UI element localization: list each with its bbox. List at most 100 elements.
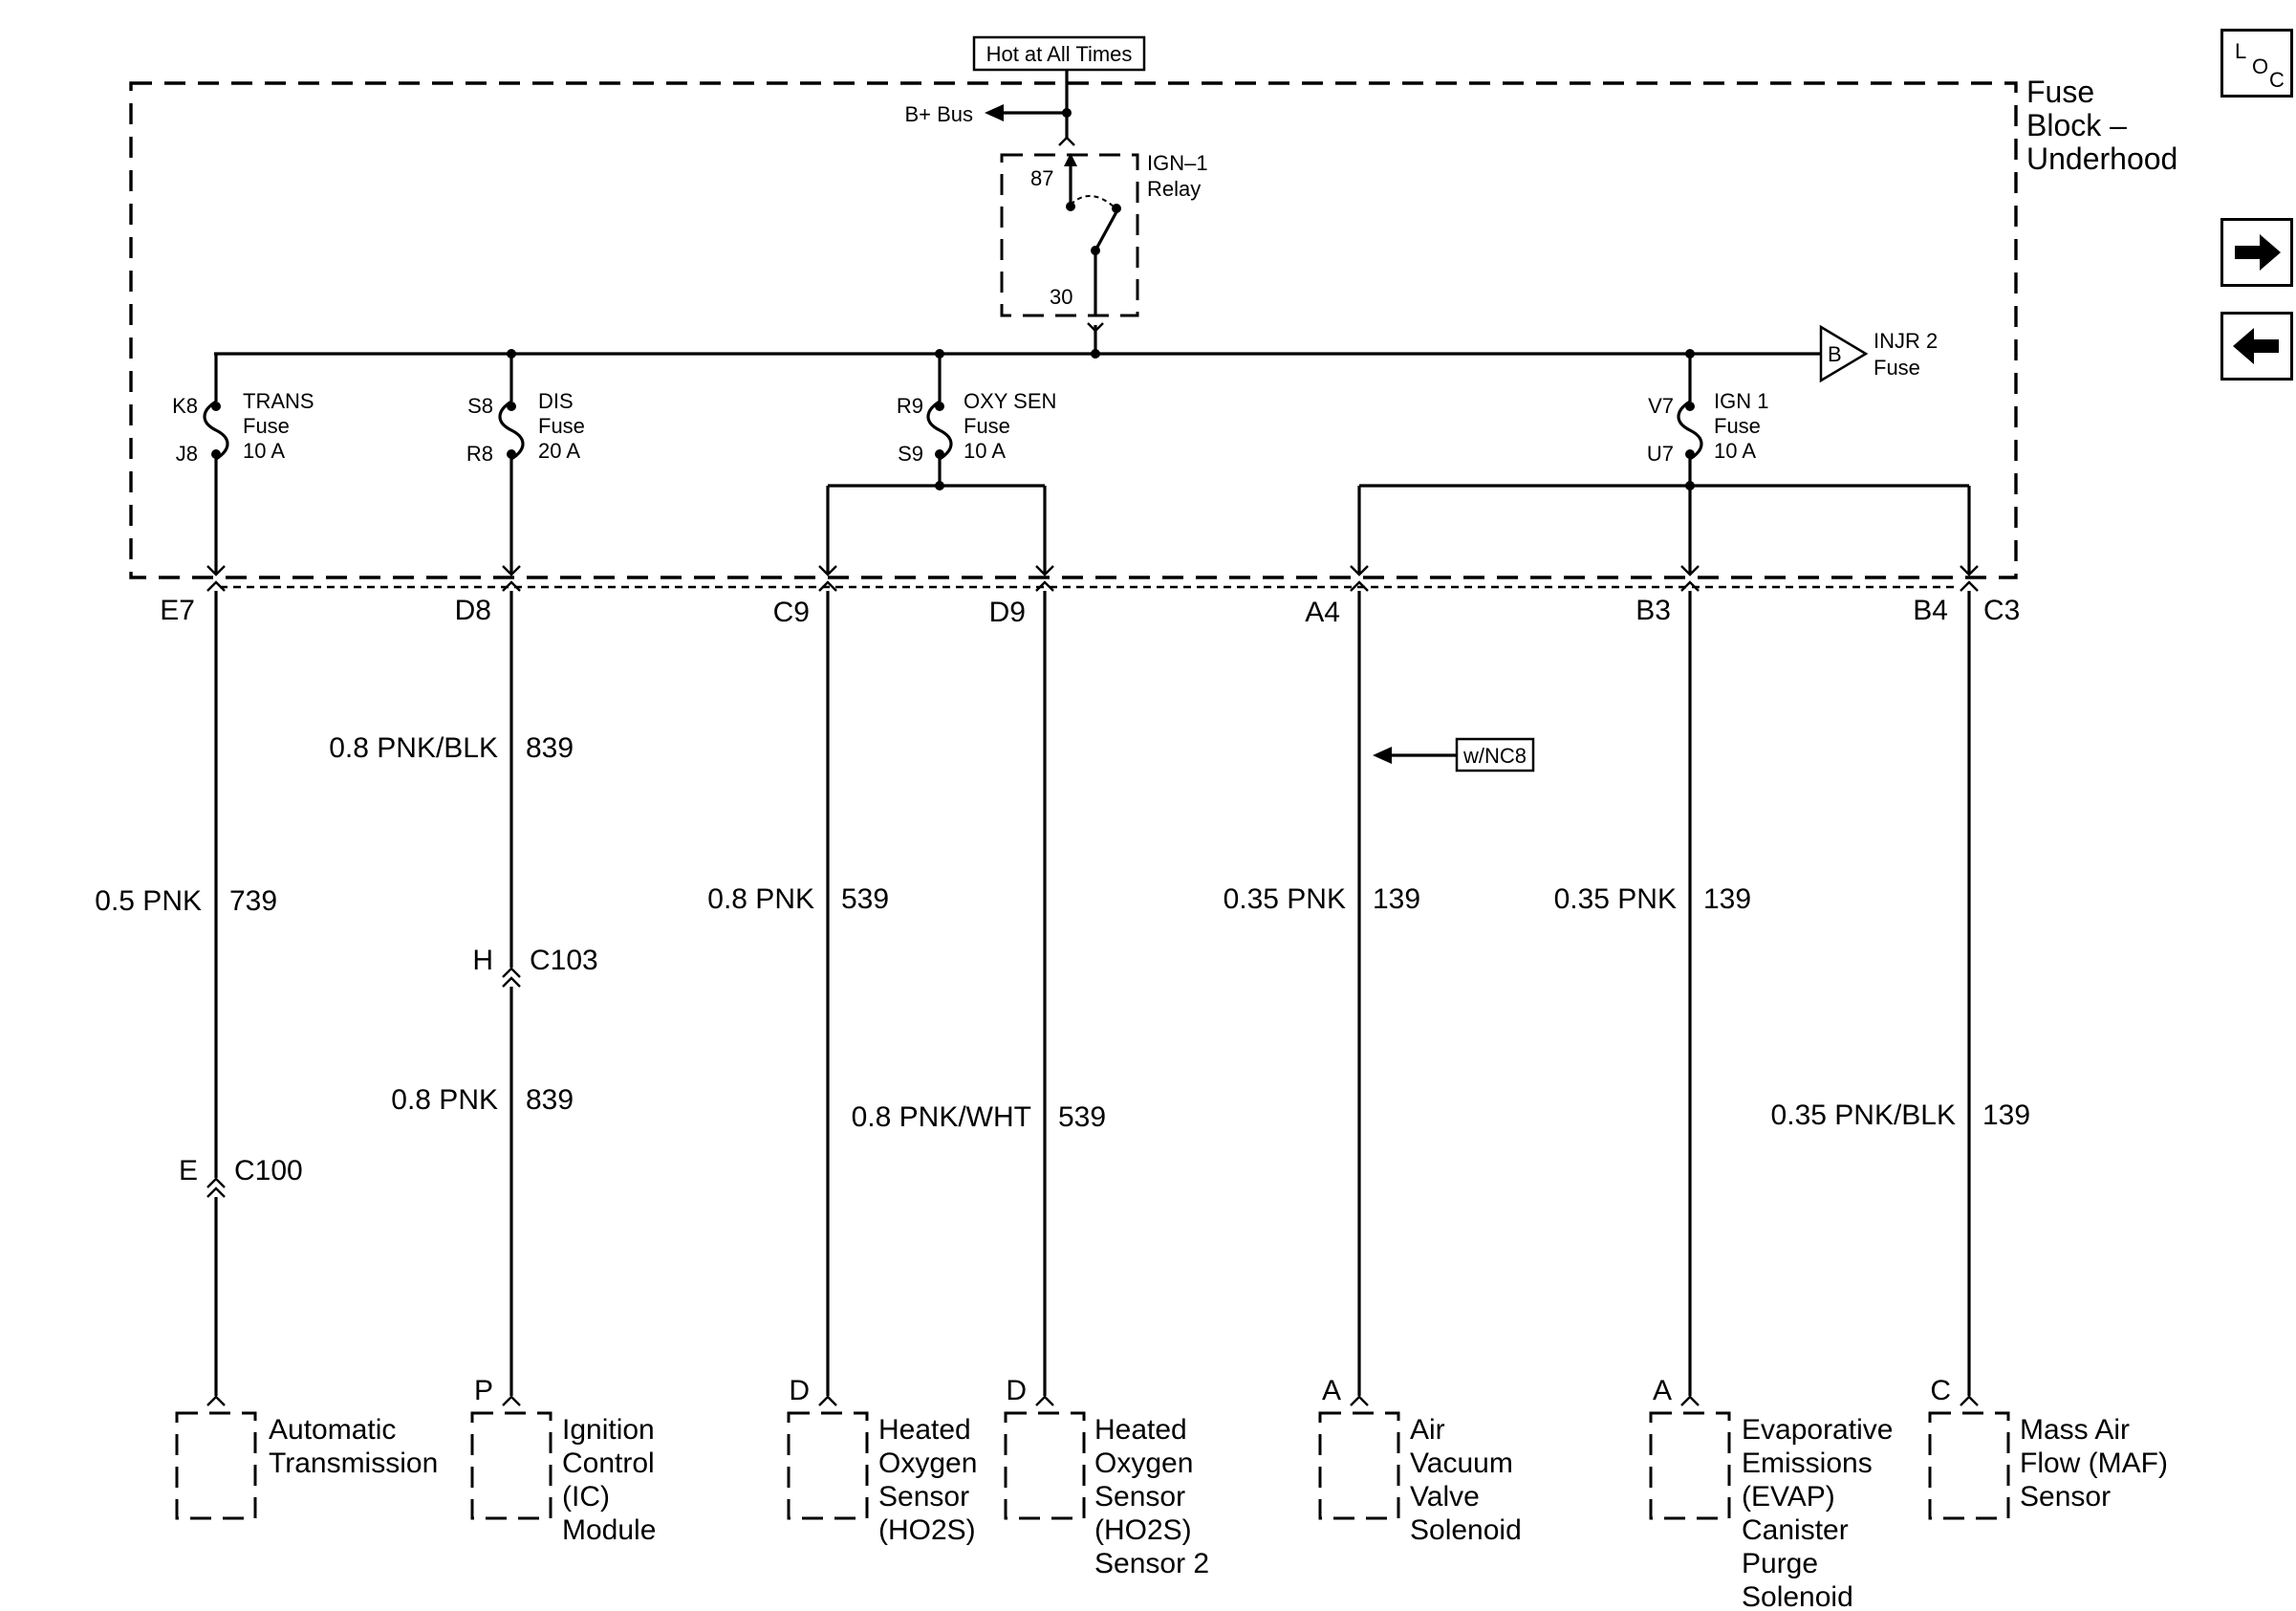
fuse-block-label: Underhood — [2026, 142, 2177, 176]
svg-text:Air: Air — [1410, 1414, 1445, 1446]
fuse-ign1-rating: 10 A — [1714, 439, 1756, 463]
relay-pin-30: 30 — [1050, 285, 1072, 309]
terminal-connectors — [206, 565, 1979, 592]
wire-circuit: 139 — [1373, 883, 1420, 915]
bplus-bus-label: B+ Bus — [904, 102, 973, 126]
terminal-label: E7 — [160, 595, 195, 626]
component-connectors — [206, 1395, 1979, 1406]
prev-page-button[interactable] — [2220, 312, 2293, 381]
terminal-label: B4 — [1913, 595, 1948, 626]
component-label-air-vacuum-valve: Air Vacuum Valve Solenoid — [1410, 1414, 1522, 1546]
fuse-branch — [203, 354, 229, 574]
svg-text:Sensor: Sensor — [1094, 1481, 1185, 1513]
wire-color: 0.8 PNK — [707, 883, 814, 915]
component-label-ho2s: Heated Oxygen Sensor (HO2S) — [878, 1414, 977, 1546]
wire-color: 0.8 PNK — [391, 1084, 498, 1116]
svg-text:Sensor: Sensor — [878, 1481, 969, 1513]
component-pin: D — [789, 1375, 810, 1406]
svg-text:Module: Module — [562, 1514, 656, 1546]
relay-contact-arrow — [1064, 153, 1077, 166]
fuse-trans-pin-out: J8 — [176, 442, 198, 466]
svg-text:Solenoid: Solenoid — [1410, 1514, 1522, 1546]
wire-circuit: 139 — [1703, 883, 1751, 915]
terminal-label: D9 — [989, 597, 1026, 628]
fuse-oxysen-name: Fuse — [964, 414, 1010, 438]
fuse-ign1-name: Fuse — [1714, 414, 1761, 438]
fuse-trans-name: Fuse — [243, 414, 290, 438]
fuse-oxysen-pin-out: S9 — [898, 442, 923, 466]
fuse-branch — [1357, 349, 1971, 574]
svg-text:Mass Air: Mass Air — [2020, 1414, 2130, 1446]
terminal-label: D8 — [455, 595, 491, 626]
svg-text:Oxygen: Oxygen — [1094, 1448, 1193, 1479]
fuse-dis-name: Fuse — [538, 414, 585, 438]
component-label-maf-sensor: Mass Air Flow (MAF) Sensor — [2020, 1414, 2168, 1513]
wire-circuit: 539 — [841, 883, 889, 915]
inline-connector-c100 — [206, 1177, 226, 1198]
bplus-bus-arrow — [985, 104, 1004, 121]
fuse-block-label: Fuse — [2026, 75, 2094, 109]
wire-circuit: 739 — [229, 885, 277, 917]
svg-text:Heated: Heated — [1094, 1414, 1187, 1446]
relay-switch-blade — [1094, 207, 1120, 251]
relay-name: IGN–1 — [1147, 151, 1208, 175]
component-label-ho2s-sensor2: Heated Oxygen Sensor (HO2S) Sensor 2 — [1094, 1414, 1209, 1579]
wire-circuit: 839 — [526, 1084, 574, 1116]
fuse-oxysen-rating: 10 A — [964, 439, 1006, 463]
relay-coil-link — [1070, 195, 1115, 207]
hot-at-all-times-label: Hot at All Times — [986, 42, 1133, 66]
wire-circuit: 539 — [1058, 1101, 1106, 1133]
fuse-block-outline — [129, 81, 2018, 579]
fuse-trans-rating: 10 A — [243, 439, 285, 463]
fuse-ign1-name: IGN 1 — [1714, 389, 1768, 413]
component-box-evap-solenoid — [1649, 1411, 1731, 1520]
svg-text:Valve: Valve — [1410, 1481, 1480, 1513]
terminal-label: A4 — [1305, 597, 1340, 628]
relay-pin-87: 87 — [1030, 166, 1053, 190]
fuse-oxysen-name: OXY SEN — [964, 389, 1056, 413]
fuse-dis-name: DIS — [538, 389, 574, 413]
option-note-box — [1455, 737, 1535, 773]
fuse-oxysen-pin-in: R9 — [897, 394, 923, 418]
svg-text:Sensor: Sensor — [2020, 1481, 2111, 1513]
loc-icon: L O C — [2235, 39, 2285, 92]
output-wires — [214, 591, 1971, 1396]
svg-text:(HO2S): (HO2S) — [878, 1514, 976, 1546]
svg-text:(IC): (IC) — [562, 1481, 610, 1513]
next-page-button[interactable] — [2220, 218, 2293, 287]
injr2-fuse-letter: B — [1828, 342, 1842, 366]
svg-text:Ignition: Ignition — [562, 1414, 655, 1446]
component-label-evap-solenoid: Evaporative Emissions (EVAP) Canister Pu… — [1742, 1414, 1893, 1611]
hot-at-all-times-box — [972, 35, 1146, 72]
option-arrow — [1373, 747, 1392, 764]
wire-circuit: 839 — [526, 732, 574, 764]
loc-button[interactable]: L O C — [2220, 29, 2293, 98]
svg-text:Flow (MAF): Flow (MAF) — [2020, 1448, 2168, 1479]
component-box-maf-sensor — [1928, 1411, 2010, 1520]
wire-color: 0.35 PNK — [1554, 883, 1677, 915]
svg-text:(EVAP): (EVAP) — [1742, 1481, 1835, 1513]
component-box-air-vacuum-valve — [1318, 1411, 1400, 1520]
wire-color: 0.5 PNK — [95, 885, 202, 917]
wire-color: 0.35 PNK — [1224, 883, 1346, 915]
svg-text:Canister: Canister — [1742, 1514, 1849, 1546]
fuse-dis-pin-out: R8 — [466, 442, 493, 466]
component-pin: C — [1930, 1375, 1951, 1406]
svg-text:L: L — [2235, 39, 2246, 63]
svg-text:Evaporative: Evaporative — [1742, 1414, 1893, 1446]
fuse-ign1-pin-in: V7 — [1648, 394, 1674, 418]
wire-color: 0.8 PNK/BLK — [329, 732, 498, 764]
option-note: w/NC8 — [1462, 744, 1527, 768]
component-box-ho2s-sensor2 — [1004, 1411, 1086, 1520]
svg-text:Transmission: Transmission — [269, 1448, 438, 1479]
relay-contact-dot — [1066, 202, 1075, 211]
component-pin: A — [1653, 1375, 1672, 1406]
relay-name: Relay — [1147, 177, 1201, 201]
fuse-branch — [498, 349, 525, 574]
component-pin: P — [474, 1375, 493, 1406]
svg-text:Purge: Purge — [1742, 1548, 1818, 1579]
component-box-ho2s — [787, 1411, 869, 1520]
terminal-label: B3 — [1635, 595, 1671, 626]
svg-text:Control: Control — [562, 1448, 655, 1479]
